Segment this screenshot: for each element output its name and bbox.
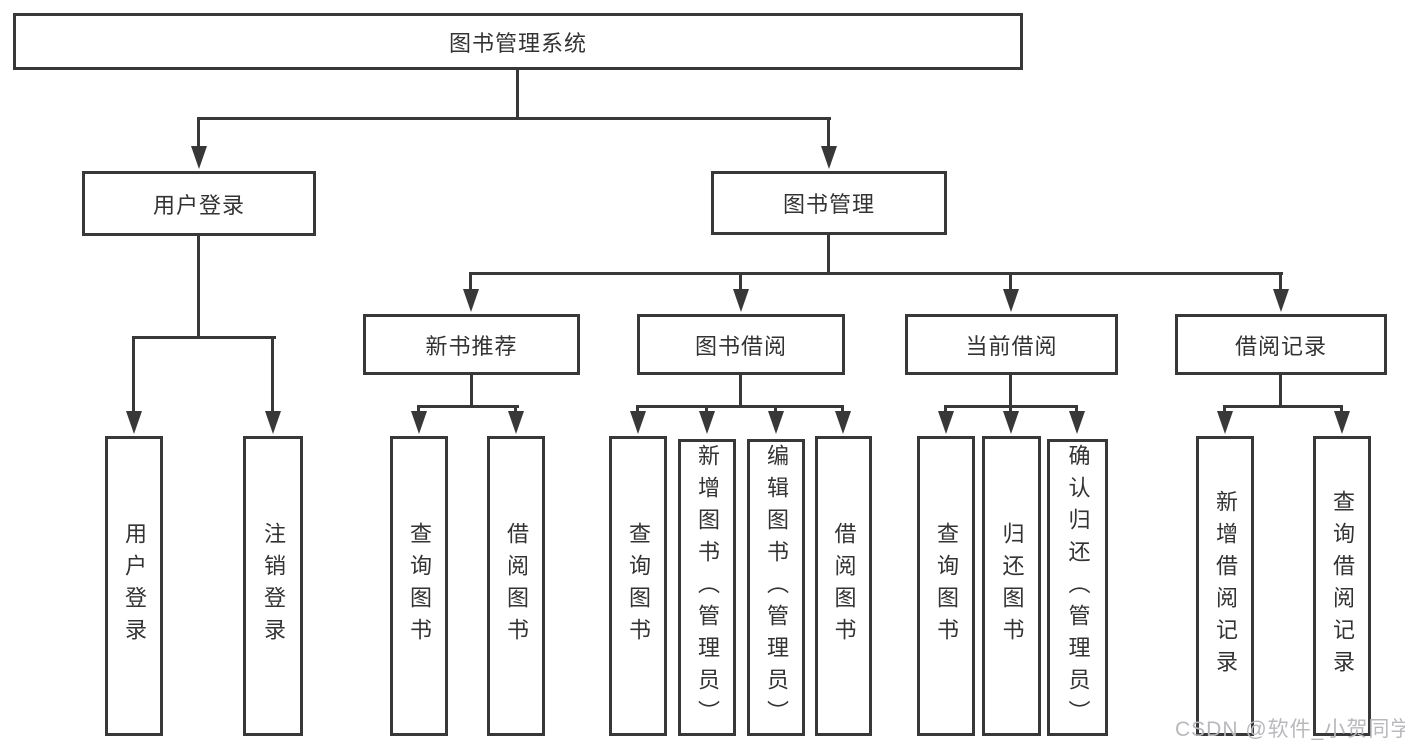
node-user-login: 用户登录: [82, 171, 316, 236]
arrowhead-to-leaf-user-login: [126, 411, 142, 434]
leaf-query-books-recommend: 查询图书: [390, 436, 448, 736]
connector-borrow-vline: [739, 375, 742, 408]
connector-current-vline: [1009, 375, 1012, 408]
arrowhead-to-leaf: [768, 411, 784, 434]
node-library-management-system: 图书管理系统: [13, 13, 1023, 70]
arrowhead-to-leaf: [508, 411, 524, 434]
leaf-logout: 注销登录: [243, 436, 303, 736]
connector-userlogin-stub: [197, 117, 200, 149]
connector-leaf-stub: [417, 405, 420, 414]
arrowhead-to-leaf: [835, 411, 851, 434]
node-label: 借阅记录: [1234, 333, 1327, 359]
leaf-add-book-admin: 新增图书（管理员）: [678, 439, 736, 736]
connector-leaf-stub: [774, 405, 777, 414]
node-book-borrow: 图书借阅: [637, 314, 845, 375]
node-label: 新书推荐: [425, 333, 518, 359]
connector-l3-stub: [1009, 272, 1012, 290]
connector-records-hline: [1223, 405, 1343, 408]
connector-bookmgmt-stub: [827, 117, 830, 149]
csdn-watermark: CSDN @软件_小贺同学: [1175, 718, 1405, 741]
node-label: 图书借阅: [694, 333, 787, 359]
leaf-query-borrow-record: 查询借阅记录: [1313, 436, 1371, 736]
node-label: 编辑图书（管理员）: [764, 443, 789, 732]
connector-leaf-stub: [132, 336, 135, 412]
node-new-book-recommend: 新书推荐: [363, 314, 580, 375]
node-label: 归还图书: [999, 522, 1025, 650]
node-label: 当前借阅: [965, 333, 1058, 359]
leaf-query-books-current: 查询图书: [917, 436, 975, 736]
connector-root-hline: [197, 117, 831, 120]
connector-leaf-stub: [841, 405, 844, 414]
node-label: 借阅图书: [504, 522, 529, 650]
connector-leaf-stub: [1075, 405, 1078, 414]
connector-userlogin-vline: [197, 235, 200, 339]
node-book-management: 图书管理: [711, 171, 947, 235]
node-label: 注销登录: [261, 522, 286, 650]
leaf-return-books: 归还图书: [982, 436, 1041, 736]
leaf-user-login: 用户登录: [105, 436, 163, 736]
node-label: 查询图书: [407, 522, 432, 650]
node-label: 借阅图书: [831, 522, 857, 650]
node-label: 用户登录: [122, 522, 147, 650]
arrowhead-to-leaf: [1069, 411, 1085, 434]
connector-bookmgmt-vline: [827, 235, 830, 275]
connector-l3-stub: [469, 272, 472, 290]
leaf-edit-book-admin: 编辑图书（管理员）: [747, 439, 805, 736]
arrowhead-to-leaf: [699, 411, 715, 434]
connector-leaf-stub: [271, 336, 274, 412]
leaf-borrow-books-recommend: 借阅图书: [487, 436, 545, 736]
arrowhead-to-user-login: [191, 146, 207, 169]
node-label: 确认归还（管理员）: [1065, 443, 1091, 732]
node-label: 新增借阅记录: [1213, 490, 1238, 682]
node-label: 图书管理: [782, 192, 875, 217]
connector-recommend-vline: [470, 375, 473, 408]
connector-leaf-stub: [514, 405, 517, 414]
node-label: 用户登录: [152, 192, 245, 218]
node-label: 查询图书: [934, 522, 959, 650]
node-borrow-records: 借阅记录: [1175, 314, 1387, 375]
node-label: 查询图书: [626, 522, 651, 650]
connector-leaf-stub: [1223, 405, 1226, 414]
connector-root-vline: [516, 69, 519, 119]
connector-bookmgmt-hline: [470, 272, 1283, 275]
arrowhead-to-borrow-records: [1273, 289, 1289, 312]
arrowhead-to-leaf: [630, 411, 646, 434]
connector-recommend-hline: [417, 405, 519, 408]
arrowhead-to-new-book-recommend: [463, 289, 479, 312]
arrowhead-to-leaf: [1334, 411, 1350, 434]
connector-borrow-hline: [636, 405, 844, 408]
leaf-query-books-borrow: 查询图书: [609, 436, 667, 736]
node-current-borrow: 当前借阅: [905, 314, 1118, 375]
arrowhead-to-leaf-logout: [265, 411, 281, 434]
node-label: 新增图书（管理员）: [695, 443, 720, 732]
leaf-confirm-return-admin: 确认归还（管理员）: [1047, 439, 1108, 736]
node-label: 图书管理系统: [448, 30, 587, 56]
arrowhead-to-book-management: [821, 146, 837, 169]
connector-leaf-stub: [944, 405, 947, 414]
arrowhead-to-leaf: [1003, 411, 1019, 434]
connector-leaf-stub: [636, 405, 639, 414]
connector-userlogin-hline: [132, 336, 276, 339]
arrowhead-to-leaf: [411, 411, 427, 434]
connector-leaf-stub: [1009, 405, 1012, 414]
arrowhead-to-leaf: [1217, 411, 1233, 434]
arrowhead-to-current-borrow: [1003, 289, 1019, 312]
leaf-add-borrow-record: 新增借阅记录: [1196, 436, 1254, 736]
connector-l3-stub: [739, 272, 742, 290]
connector-l3-stub: [1279, 272, 1282, 290]
arrowhead-to-leaf: [938, 411, 954, 434]
connector-leaf-stub: [1340, 405, 1343, 414]
leaf-borrow-books-borrow: 借阅图书: [815, 436, 872, 736]
arrowhead-to-book-borrow: [733, 289, 749, 312]
connector-leaf-stub: [705, 405, 708, 414]
connector-records-vline: [1279, 375, 1282, 408]
node-label: 查询借阅记录: [1330, 490, 1355, 682]
